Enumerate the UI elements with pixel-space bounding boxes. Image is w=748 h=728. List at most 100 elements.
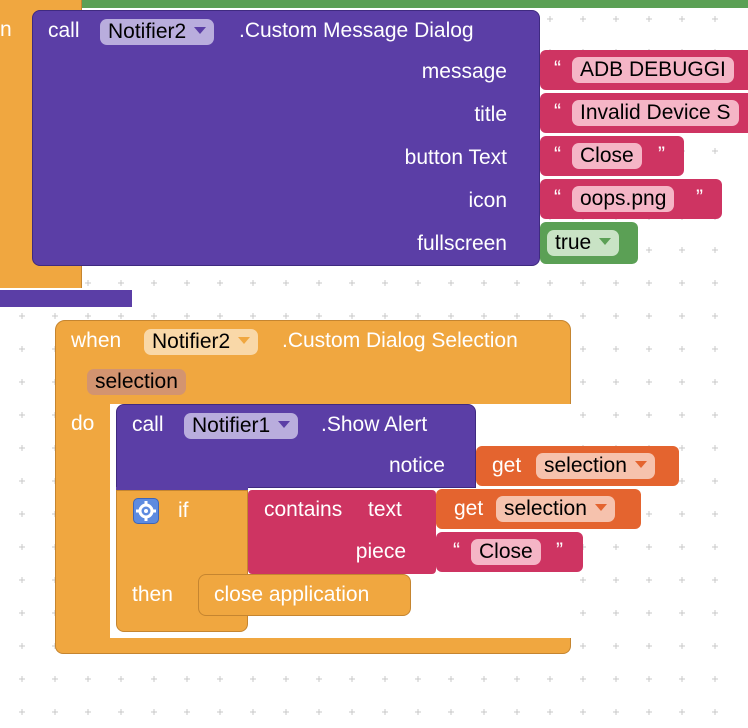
grid-mark bbox=[679, 709, 685, 715]
icon-value-field[interactable]: oops.png bbox=[572, 186, 675, 212]
title-text-block[interactable]: “ Invalid Device S bbox=[540, 93, 748, 133]
notifier1-component-dropdown[interactable]: Notifier1 bbox=[184, 413, 299, 439]
piece-value-field[interactable]: Close bbox=[471, 539, 541, 565]
message-value-field[interactable]: ADB DEBUGGI bbox=[572, 57, 734, 83]
event-bottom-bar bbox=[55, 638, 571, 654]
grid-mark bbox=[679, 643, 685, 649]
gear-icon[interactable] bbox=[133, 498, 159, 524]
grid-mark bbox=[580, 412, 586, 418]
grid-mark bbox=[19, 313, 25, 319]
grid-mark bbox=[283, 676, 289, 682]
grid-mark bbox=[712, 313, 718, 319]
grid-mark bbox=[679, 676, 685, 682]
close-application-block[interactable]: close application bbox=[198, 574, 411, 616]
title-value-field[interactable]: Invalid Device S bbox=[572, 100, 739, 126]
grid-mark bbox=[580, 346, 586, 352]
param-fullscreen-label: fullscreen bbox=[417, 232, 507, 255]
grid-mark bbox=[118, 709, 124, 715]
selection-parameter[interactable]: selection bbox=[87, 369, 186, 395]
grid-mark bbox=[52, 709, 58, 715]
grid-mark bbox=[85, 676, 91, 682]
grid-mark bbox=[646, 610, 652, 616]
variable-dropdown[interactable]: selection bbox=[496, 496, 615, 522]
grid-mark bbox=[712, 280, 718, 286]
grid-mark bbox=[85, 313, 91, 319]
grid-mark bbox=[712, 643, 718, 649]
grid-mark bbox=[679, 511, 685, 517]
open-quote: “ bbox=[554, 100, 561, 123]
grid-mark bbox=[712, 16, 718, 22]
message-text-block[interactable]: “ ADB DEBUGGI bbox=[540, 50, 748, 90]
grid-mark bbox=[580, 709, 586, 715]
grid-mark bbox=[481, 676, 487, 682]
grid-mark bbox=[580, 577, 586, 583]
component-name: Notifier1 bbox=[192, 414, 271, 437]
grid-mark bbox=[19, 346, 25, 352]
component-name: Notifier2 bbox=[108, 20, 187, 43]
grid-mark bbox=[217, 709, 223, 715]
grid-mark bbox=[679, 544, 685, 550]
variable-dropdown[interactable]: selection bbox=[536, 453, 655, 479]
grid-mark bbox=[712, 511, 718, 517]
grid-mark bbox=[679, 313, 685, 319]
chevron-down-icon bbox=[238, 336, 251, 344]
grid-mark bbox=[382, 676, 388, 682]
if-keyword: if bbox=[178, 499, 189, 522]
param-notice-label: notice bbox=[388, 454, 445, 477]
grid-mark bbox=[580, 643, 586, 649]
custom-message-dialog-block[interactable]: call Notifier2 .Custom Message Dialog me… bbox=[32, 10, 540, 266]
grid-mark bbox=[679, 346, 685, 352]
grid-mark bbox=[184, 676, 190, 682]
get-keyword: get bbox=[492, 454, 522, 477]
grid-mark bbox=[679, 16, 685, 22]
grid-mark bbox=[283, 709, 289, 715]
grid-mark bbox=[679, 445, 685, 451]
event-name: .Custom Dialog Selection bbox=[282, 329, 518, 352]
grid-mark bbox=[85, 280, 91, 286]
then-keyword: then bbox=[132, 583, 173, 606]
grid-mark bbox=[547, 676, 553, 682]
grid-mark bbox=[514, 676, 520, 682]
grid-mark bbox=[415, 709, 421, 715]
chevron-down-icon bbox=[599, 237, 612, 245]
fullscreen-boolean-block[interactable]: true bbox=[540, 222, 638, 264]
grid-mark bbox=[19, 511, 25, 517]
grid-mark bbox=[19, 610, 25, 616]
icon-text-block[interactable]: “ oops.png ” bbox=[540, 179, 722, 219]
variable-name: selection bbox=[504, 497, 587, 520]
grid-mark bbox=[580, 676, 586, 682]
grid-mark bbox=[448, 280, 454, 286]
get-selection-variable-block[interactable]: get selection bbox=[476, 446, 679, 486]
grid-mark bbox=[646, 379, 652, 385]
grid-mark bbox=[481, 709, 487, 715]
grid-mark bbox=[349, 709, 355, 715]
text-param-label: text bbox=[368, 498, 402, 521]
get-selection-text-variable[interactable]: get selection bbox=[436, 489, 641, 529]
grid-mark bbox=[118, 313, 124, 319]
grid-mark bbox=[712, 148, 718, 154]
grid-mark bbox=[415, 313, 421, 319]
grid-mark bbox=[250, 709, 256, 715]
grid-mark bbox=[316, 709, 322, 715]
button-text-value-field[interactable]: Close bbox=[572, 143, 642, 169]
when-keyword: when bbox=[71, 329, 122, 352]
grid-mark bbox=[613, 676, 619, 682]
grid-mark bbox=[118, 676, 124, 682]
piece-text-block[interactable]: “ Close ” bbox=[436, 532, 583, 572]
component-name: Notifier2 bbox=[152, 330, 231, 353]
chevron-down-icon bbox=[634, 460, 647, 468]
notifier2-event-component-dropdown[interactable]: Notifier2 bbox=[144, 329, 259, 355]
grid-mark bbox=[613, 16, 619, 22]
grid-mark bbox=[514, 709, 520, 715]
contains-text-block[interactable]: contains text piece bbox=[248, 490, 436, 574]
grid-mark bbox=[646, 16, 652, 22]
show-alert-block[interactable]: call Notifier1 .Show Alert notice bbox=[116, 404, 476, 488]
notifier2-component-dropdown[interactable]: Notifier2 bbox=[100, 19, 215, 45]
grid-mark bbox=[646, 676, 652, 682]
grid-mark bbox=[679, 610, 685, 616]
button-text-text-block[interactable]: “ Close ” bbox=[540, 136, 684, 176]
boolean-dropdown[interactable]: true bbox=[547, 230, 620, 256]
grid-mark bbox=[679, 478, 685, 484]
grid-mark bbox=[316, 280, 322, 286]
grid-mark bbox=[613, 643, 619, 649]
